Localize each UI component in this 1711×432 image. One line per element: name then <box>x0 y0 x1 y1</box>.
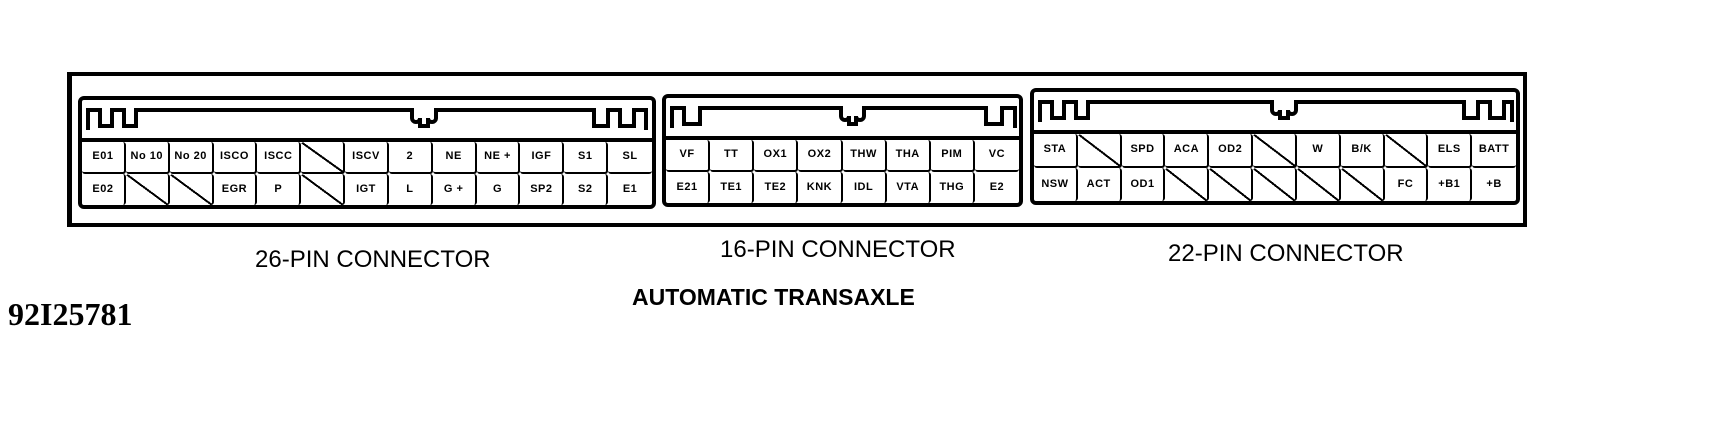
pin-cell: G <box>477 173 521 205</box>
pin-cell: E02 <box>82 173 126 205</box>
pin-cell: NE + <box>476 142 521 174</box>
pin-cell: E21 <box>666 171 711 203</box>
unused-pin-cell <box>1077 134 1122 168</box>
pin-cell: E1 <box>622 182 638 195</box>
pin-cell: OD2 <box>1209 134 1254 168</box>
pin-cell: OX1 <box>754 140 799 172</box>
pin-cell: G + <box>433 173 477 205</box>
figure-code: 92I25781 <box>8 296 133 332</box>
unused-pin-cell <box>1296 167 1341 201</box>
pin-cell: THA <box>886 140 931 172</box>
pin-cell: L <box>389 173 433 205</box>
pin-cell: ISCO <box>213 142 258 174</box>
connector-label-26-pin: 26-PIN CONNECTOR <box>255 246 491 273</box>
pin-cell: W <box>1296 134 1341 168</box>
pin-cell: B/K <box>1340 134 1385 168</box>
pin-cell: S2 <box>564 173 609 205</box>
unused-pin-cell <box>1340 167 1385 201</box>
connector-latch-outline <box>1034 92 1516 128</box>
pin-cell: ACA <box>1165 134 1210 168</box>
latch-outline-icon <box>1038 100 1514 122</box>
connector-label-22-pin: 22-PIN CONNECTOR <box>1168 240 1404 267</box>
pin-cell: FC <box>1385 167 1429 201</box>
diagram-title: AUTOMATIC TRANSAXLE <box>632 284 915 310</box>
pin-cell: VC <box>974 140 1019 172</box>
pin-cell: SP2 <box>520 173 565 205</box>
pin-cell: TE2 <box>754 171 799 203</box>
pin-cell: IGT <box>345 173 389 205</box>
pin-cell: OX2 <box>798 140 843 172</box>
pin-cell: KNK <box>798 171 843 203</box>
pin-cell: ACT <box>1078 167 1122 201</box>
pin-cell: THG <box>931 171 975 203</box>
latch-outline-icon <box>86 108 648 130</box>
unused-pin-cell <box>301 142 346 174</box>
pin-cell: STA <box>1034 134 1078 168</box>
pin-cell: ISCV <box>345 142 389 174</box>
unused-pin-cell <box>1209 167 1254 201</box>
pin-cell: ISCC <box>257 142 302 174</box>
ecu-connector-housing <box>67 72 1527 227</box>
pin-cell: +B <box>1486 177 1502 190</box>
pin-cell: IDL <box>843 171 887 203</box>
pin-cell: VTA <box>887 171 931 203</box>
pin-cell: SPD <box>1121 134 1166 168</box>
pin-cell: SL <box>608 142 652 174</box>
connector-label-16-pin: 16-PIN CONNECTOR <box>720 236 956 263</box>
latch-outline-icon <box>670 106 1017 128</box>
pin-cell: No 20 <box>169 142 214 174</box>
pin-cell: IGF <box>520 142 565 174</box>
unused-pin-cell <box>125 173 170 205</box>
unused-pin-cell <box>301 173 346 205</box>
pin-cell: No 10 <box>125 142 170 174</box>
pin-cell: EGR <box>214 173 258 205</box>
unused-pin-cell <box>1165 167 1210 201</box>
pin-cell: P <box>257 173 302 205</box>
pin-cell: OD1 <box>1122 167 1166 201</box>
pin-cell: E01 <box>82 142 126 174</box>
unused-pin-cell <box>1384 134 1429 168</box>
pin-cell: VF <box>666 140 711 172</box>
unused-pin-cell <box>169 173 214 205</box>
pin-cell: +B1 <box>1428 167 1473 201</box>
unused-pin-cell <box>1253 167 1297 201</box>
pin-cell: 2 <box>388 142 433 174</box>
pin-cell: S1 <box>564 142 609 174</box>
pin-cell: PIM <box>930 140 975 172</box>
pin-cell: ELS <box>1428 134 1473 168</box>
pin-cell: NE <box>432 142 477 174</box>
pin-cell: TE1 <box>710 171 755 203</box>
unused-pin-cell <box>1253 134 1297 168</box>
connector-latch-outline <box>666 98 1019 134</box>
connector-latch-outline <box>82 100 652 136</box>
pin-cell: TT <box>710 140 755 172</box>
pin-cell: NSW <box>1034 167 1078 201</box>
pin-cell: E2 <box>989 180 1005 193</box>
pin-cell: BATT <box>1472 134 1516 168</box>
pin-cell: THW <box>842 140 887 172</box>
